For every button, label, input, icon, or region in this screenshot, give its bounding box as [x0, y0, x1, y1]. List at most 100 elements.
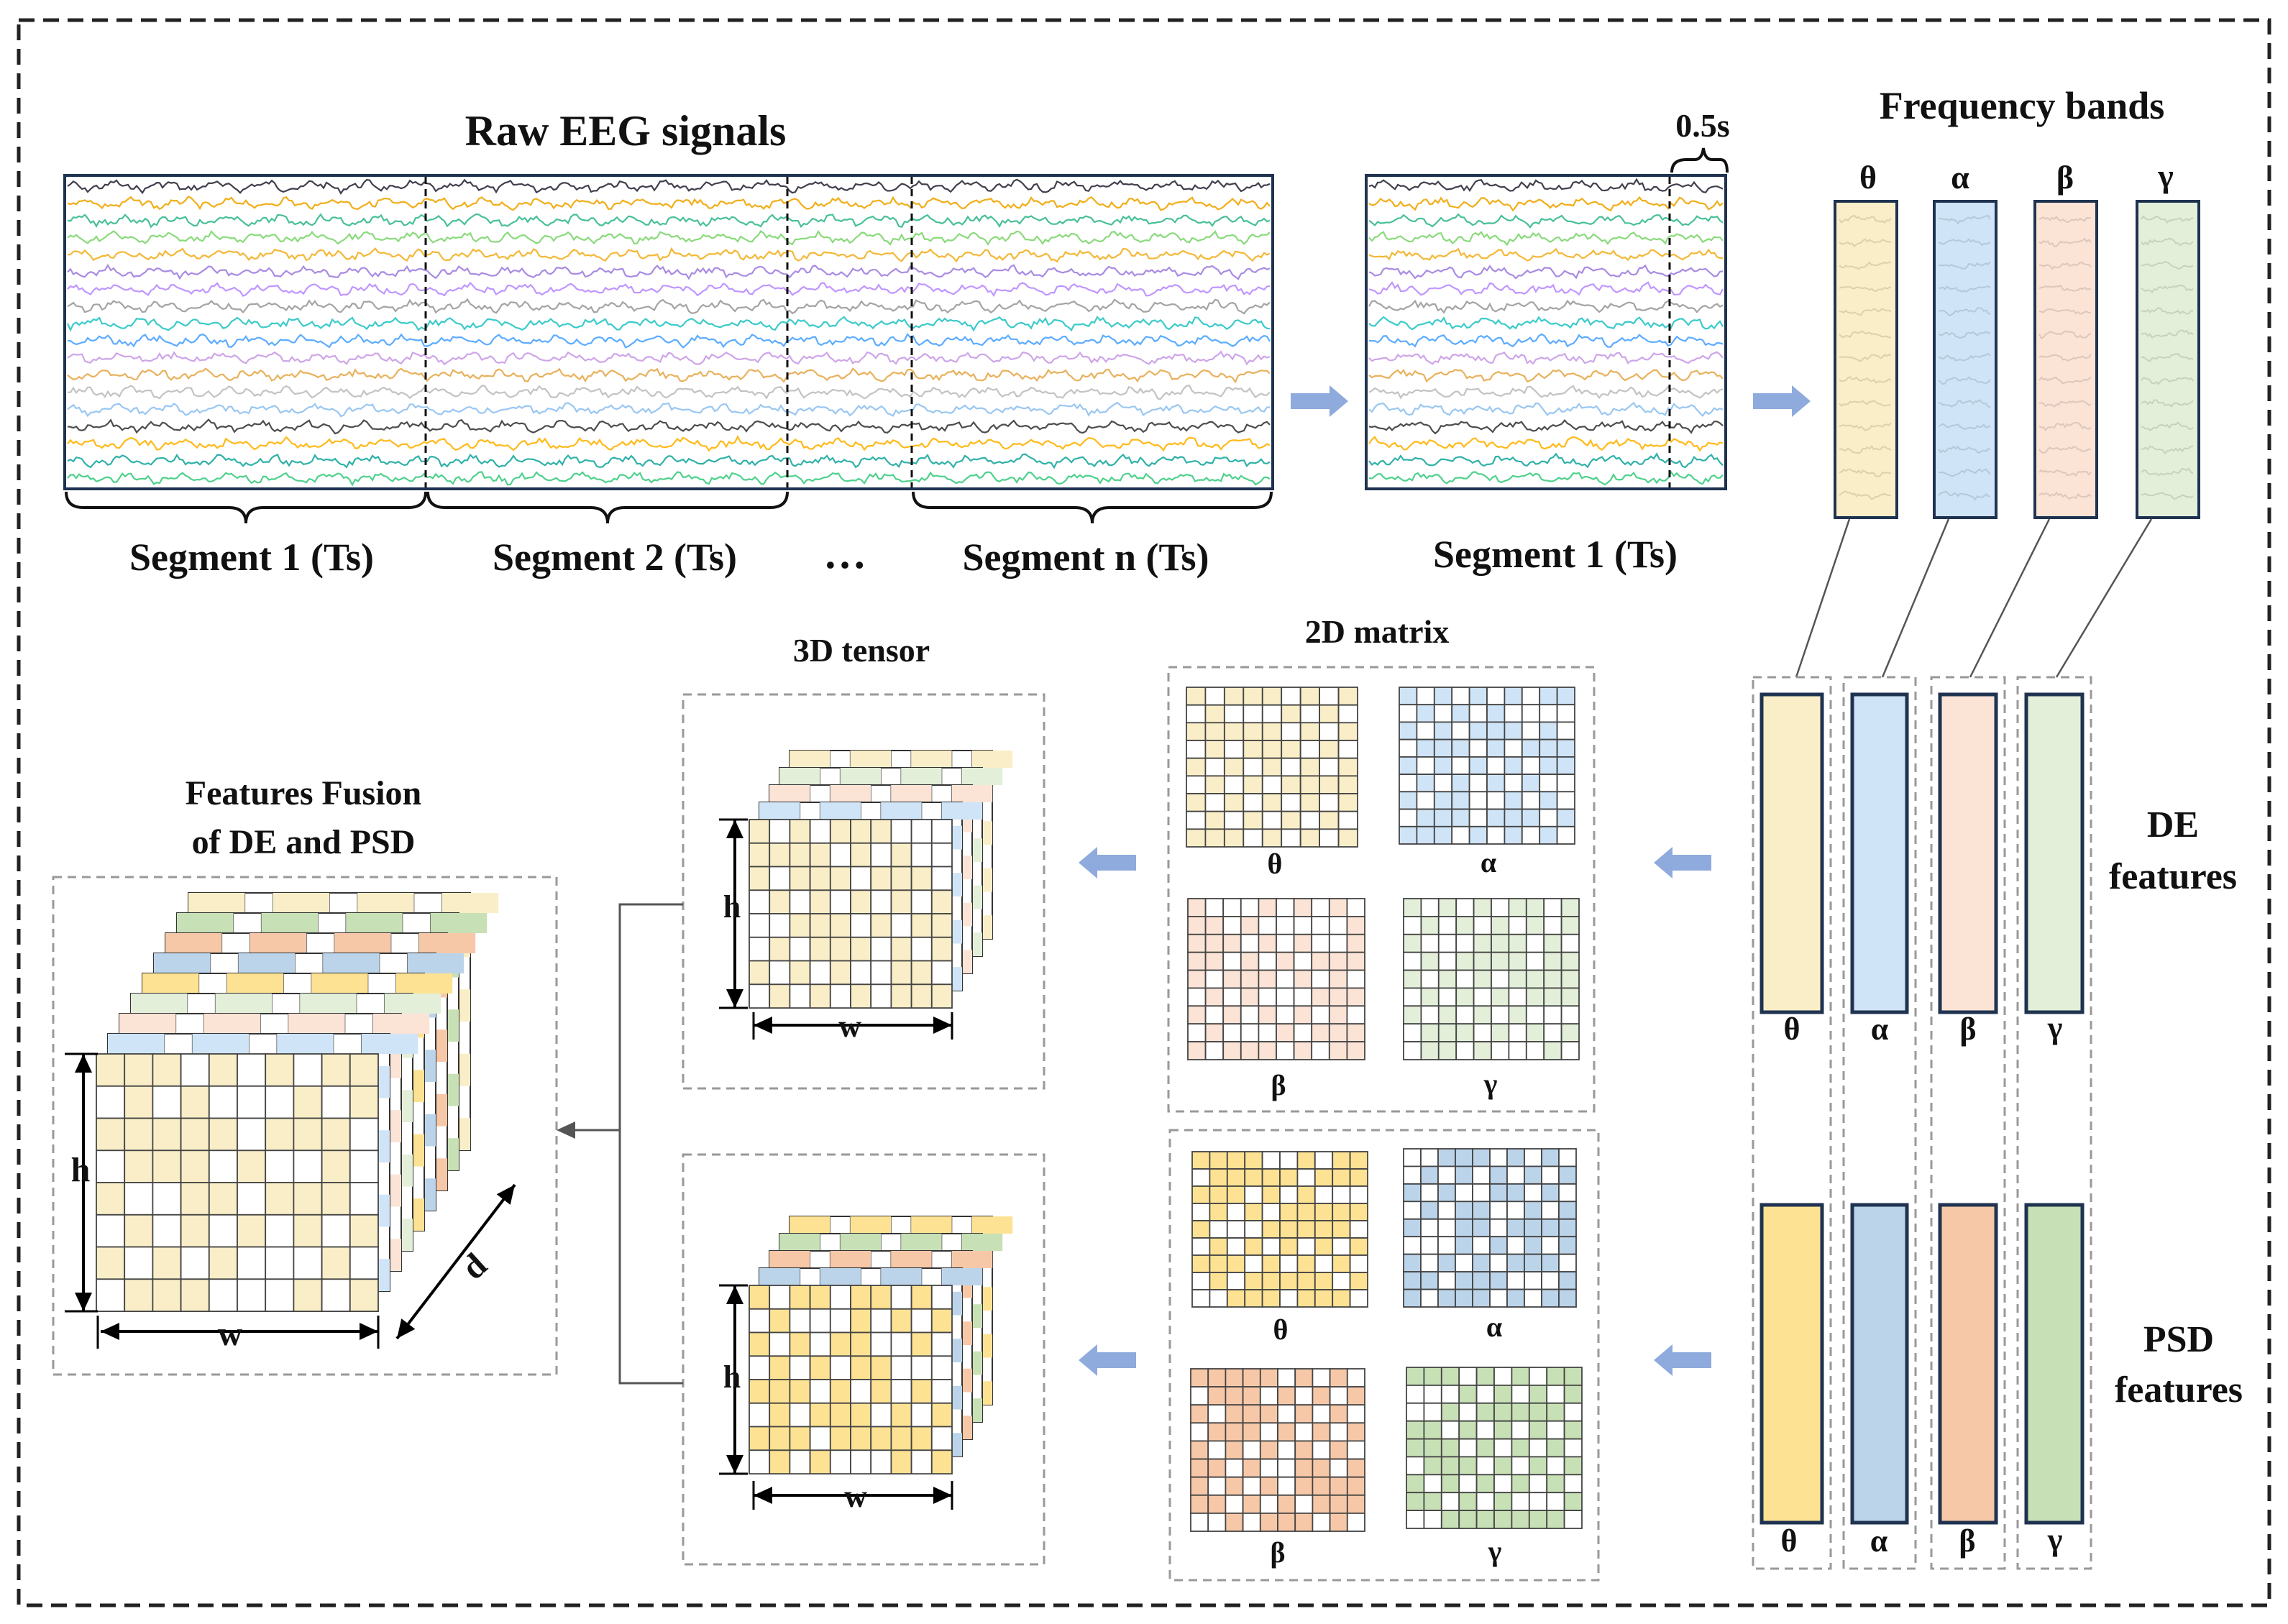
grid-cell: [208, 1117, 238, 1152]
grid-cell: [1489, 1253, 1508, 1272]
grid-cell: [1546, 1420, 1565, 1440]
grid-cell: [1261, 1168, 1281, 1187]
grid-cell: [789, 983, 811, 1009]
grid-cell: [910, 1308, 933, 1334]
grid-cell: [1314, 1168, 1334, 1187]
grid-cell: [1560, 969, 1580, 989]
grid-cell: [1556, 825, 1575, 845]
grid-cell: [1455, 987, 1475, 1007]
grid-cell: [1279, 1272, 1299, 1290]
grid-cell: [1528, 1385, 1548, 1404]
grid-cell: [789, 1379, 811, 1404]
band-trace: [1839, 353, 1892, 362]
grid-cell: [1332, 1237, 1351, 1256]
grid-cell: [1243, 740, 1263, 759]
grid-cell: [1261, 740, 1283, 759]
grid-cell: [1244, 1203, 1263, 1221]
stack-edge-fill: [131, 994, 188, 1014]
grid-cell: [1420, 1218, 1439, 1238]
band-trace: [2038, 400, 2092, 408]
grid-cell: [1204, 969, 1225, 989]
grid-cell: [1560, 916, 1580, 935]
arrow-psd-to-matrix: [1654, 1344, 1711, 1376]
band-trace: [2141, 284, 2194, 293]
grid-cell: [1209, 1237, 1228, 1256]
grid-cell: [1543, 1041, 1562, 1060]
grid-cell: [1440, 1456, 1460, 1476]
grid-cell: [1279, 1151, 1299, 1170]
grid-cell: [1403, 987, 1422, 1007]
grid-cell: [1506, 1236, 1525, 1255]
band-trace: [1839, 261, 1892, 270]
grid-cell: [1261, 1203, 1281, 1221]
stack-edge-fill: [769, 1251, 810, 1268]
grid-cell: [1312, 1422, 1331, 1442]
band-column-alpha: [1933, 200, 1998, 519]
grid-cell: [237, 1182, 267, 1216]
grid-cell: [1504, 687, 1523, 706]
grid-cell: [1276, 933, 1295, 953]
grid-cell: [749, 819, 771, 844]
grid-cell: [1508, 951, 1527, 971]
grid-cell: [910, 1285, 933, 1310]
grid-cell: [1546, 1402, 1565, 1422]
grid-cell: [890, 1308, 912, 1334]
grid-cell: [96, 1278, 126, 1313]
grid-cell: [1346, 1404, 1365, 1424]
grid-cell: [910, 1426, 933, 1451]
grid-cell: [1543, 916, 1562, 935]
grid-cell: [1543, 898, 1562, 917]
grid-cell: [1437, 898, 1458, 917]
eeg-trace: [67, 418, 1271, 435]
grid-cell: [1258, 1023, 1277, 1042]
grid-cell: [850, 936, 872, 962]
grid-cell: [1207, 1422, 1227, 1442]
eeg-trace: [66, 315, 1271, 332]
arrow-segment-to-bands: [1753, 385, 1811, 417]
grid-cell: [1299, 828, 1320, 848]
grid-cell: [870, 1308, 892, 1334]
feature-group-beta: [1930, 676, 2006, 1570]
grid-cell: [1556, 687, 1575, 706]
grid-cell: [1259, 1404, 1278, 1424]
grid-cell: [208, 1085, 238, 1119]
grid-cell: [1240, 898, 1260, 917]
grid-cell: [1187, 933, 1207, 953]
grid-cell: [1508, 933, 1527, 953]
eeg-trace: [67, 367, 1271, 384]
grid-cell: [208, 1053, 238, 1087]
grid-cell: [1433, 687, 1453, 706]
grid-cell: [1328, 898, 1348, 917]
grid-cell: [1204, 687, 1225, 706]
grid-cell: [1314, 1254, 1334, 1273]
grid-cell: [180, 1053, 210, 1087]
grid-cell: [809, 842, 831, 868]
grid-cell: [1504, 791, 1523, 810]
stack-side-fill: [972, 885, 982, 909]
grid-cell: [1560, 1023, 1580, 1042]
stack-edge-fill: [951, 785, 993, 802]
grid-cell: [1420, 1165, 1439, 1185]
grid-cell: [890, 1426, 912, 1451]
grid-cell: [96, 1085, 126, 1119]
stack-edge-fill: [418, 933, 476, 953]
grid-cell: [890, 866, 912, 891]
grid-cell: [349, 1117, 379, 1152]
stack-side-fill: [982, 821, 992, 845]
grid-cell: [809, 936, 831, 962]
grid-cell: [789, 1285, 811, 1310]
grid-cell: [829, 913, 851, 938]
stack-edge-fill: [850, 1216, 891, 1234]
grid-cell: [1337, 828, 1358, 848]
grid-cell: [1539, 738, 1558, 758]
grid-cell: [1451, 687, 1470, 706]
grid-cell: [1225, 1368, 1244, 1388]
grid-cell: [1281, 775, 1301, 794]
grid-cell: [850, 889, 872, 915]
grid-cell: [1293, 1005, 1313, 1025]
grid-cell: [1312, 1440, 1331, 1460]
grid-cell: [1294, 1386, 1314, 1406]
grid-cell: [96, 1182, 126, 1216]
feature-group-theta: [1752, 676, 1832, 1570]
grid-cell: [1222, 1023, 1242, 1042]
